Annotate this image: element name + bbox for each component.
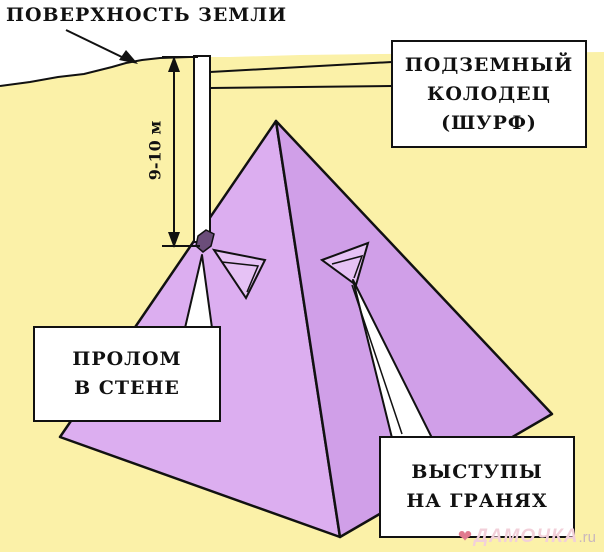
depth-arrow-bottom [168,232,180,248]
heart-icon: ❤ [457,527,473,546]
watermark: ❤ ДАМОЧКА .ru [458,526,596,548]
watermark-main: ДАМОЧКА [474,526,579,547]
ledge-left-inner [221,261,260,293]
well-shaft [193,55,211,243]
depth-label-text: 9-10 м [145,120,165,180]
ledges-label-line-2: НА ГРАНЯХ [406,490,548,512]
ledges-label-line-1: ВЫСТУПЫ [411,461,543,483]
well-label-line-1: ПОДЗЕМНЫЙ [404,53,574,76]
well-label-line-2: КОЛОДЕЦ [427,82,551,105]
breach-label-box: ПРОЛОМ В СТЕНЕ [33,326,221,422]
well-label-line-3: (ШУРФ) [441,111,537,134]
ledges-pointer-line [351,284,403,435]
surface-arrow-line [65,29,129,61]
watermark-suffix: .ru [578,529,596,546]
ledges-label-box: ВЫСТУПЫ НА ГРАНЯХ [379,436,575,538]
depth-arrow-top [168,56,180,72]
well-leader-upper [209,61,393,73]
well-label-box: ПОДЗЕМНЫЙ КОЛОДЕЦ (ШУРФ) [391,40,587,148]
breach-label-line-2: В СТЕНЕ [74,377,180,399]
ledge-right [319,241,370,287]
ground-surface-line [0,56,191,87]
surface-arrow-head [119,50,138,64]
well-leader-lower [209,85,393,89]
surface-label: ПОВЕРХНОСТЬ ЗЕМЛИ [6,4,288,26]
breach-label-line-1: ПРОЛОМ [72,348,182,370]
ledge-right-inner [331,254,364,279]
